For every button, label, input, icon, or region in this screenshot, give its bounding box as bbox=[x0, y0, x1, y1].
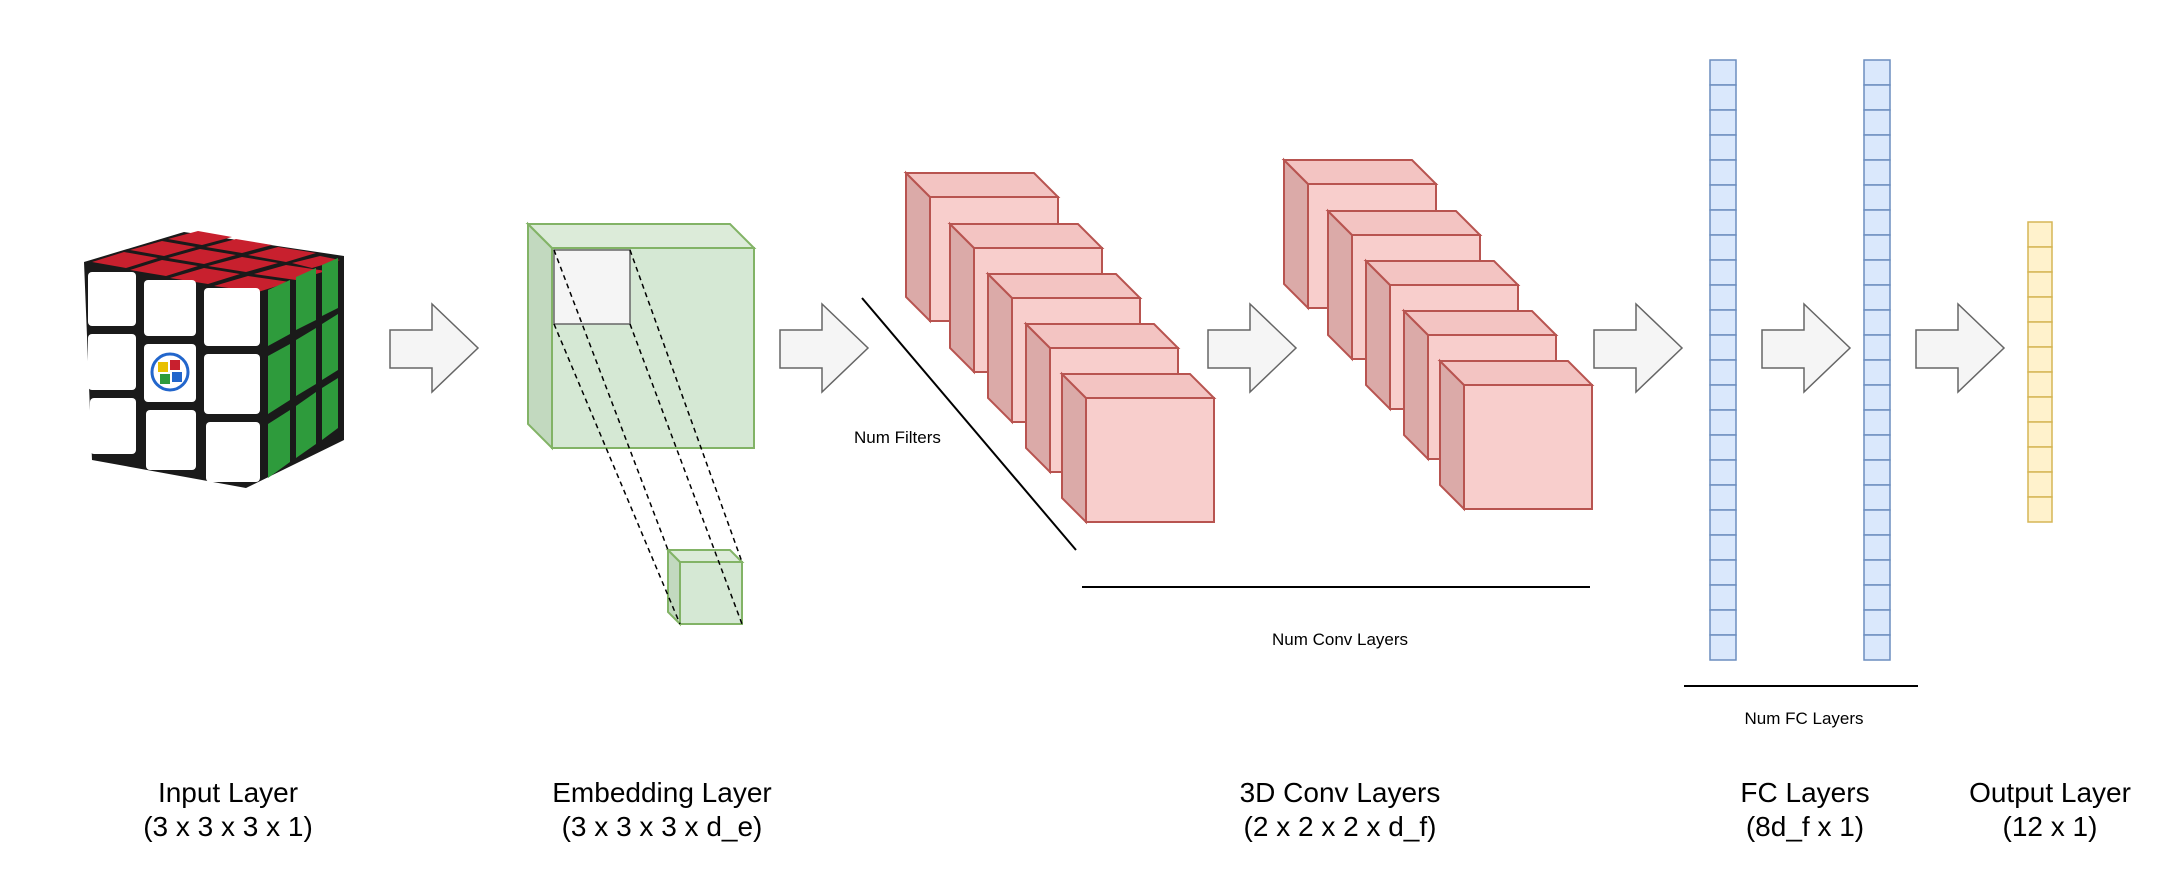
fc-layer-column-cell bbox=[1863, 409, 1891, 436]
fc-layer-column-cell bbox=[1863, 534, 1891, 561]
fc-layer-column-cell bbox=[1709, 484, 1737, 511]
fc-layer-column bbox=[1863, 59, 1891, 661]
output-layer-column-cell bbox=[2027, 321, 2053, 348]
flow-arrow bbox=[389, 302, 480, 394]
conv-filter-cube bbox=[1437, 358, 1595, 512]
layer-shape: (2 x 2 x 2 x d_f) bbox=[1243, 811, 1437, 842]
fc-layer-column-cell bbox=[1863, 609, 1891, 636]
layer-shape: (3 x 3 x 3 x d_e) bbox=[561, 811, 763, 842]
layer-shape: (3 x 3 x 3 x 1) bbox=[143, 811, 313, 842]
conv-stacks bbox=[903, 157, 1595, 525]
conv-layers-caption: 3D Conv Layers (2 x 2 x 2 x d_f) bbox=[1190, 776, 1490, 844]
flow-arrow bbox=[1761, 302, 1852, 394]
fc-layer-column-cell bbox=[1709, 234, 1737, 261]
fc-layer-column-cell bbox=[1709, 559, 1737, 586]
fc-layer-column-cell bbox=[1863, 434, 1891, 461]
fc-layer-column-cell bbox=[1709, 384, 1737, 411]
fc-layer-column-cell bbox=[1709, 259, 1737, 286]
fc-layer-column-cell bbox=[1863, 634, 1891, 661]
embedding-block bbox=[525, 221, 757, 627]
fc-layer-column-cell bbox=[1709, 59, 1737, 86]
flow-arrow bbox=[779, 302, 870, 394]
fc-layer-column-cell bbox=[1709, 584, 1737, 611]
fc-layer-column-cell bbox=[1863, 209, 1891, 236]
fc-layer-column-cell bbox=[1863, 384, 1891, 411]
fc-layer-column-cell bbox=[1709, 309, 1737, 336]
fc-layer-column-cell bbox=[1709, 134, 1737, 161]
fc-layer-column-cell bbox=[1863, 259, 1891, 286]
fc-layer-column-cell bbox=[1709, 184, 1737, 211]
fc-layer-column-cell bbox=[1709, 84, 1737, 111]
fc-layer-column-cell bbox=[1863, 559, 1891, 586]
fc-layer-column-cell bbox=[1709, 334, 1737, 361]
fc-layer-column-cell bbox=[1709, 434, 1737, 461]
num-fc-layers-label: Num FC Layers bbox=[1744, 709, 1863, 728]
layer-shape: (12 x 1) bbox=[2002, 811, 2098, 842]
fc-layer-column-cell bbox=[1863, 84, 1891, 111]
fc-layer-column-cell bbox=[1709, 359, 1737, 386]
fc-layer-column-cell bbox=[1709, 459, 1737, 486]
fc-layer-column-cell bbox=[1709, 634, 1737, 661]
num-conv-layers-label: Num Conv Layers bbox=[1272, 630, 1408, 649]
output-layer-column-cell bbox=[2027, 271, 2053, 298]
fc-layer-column-cell bbox=[1863, 284, 1891, 311]
output-layer-column-cell bbox=[2027, 421, 2053, 448]
fc-layers-caption: FC Layers (8d_f x 1) bbox=[1700, 776, 1910, 844]
fc-layer-column-cell bbox=[1709, 534, 1737, 561]
output-layer-column-cell bbox=[2027, 446, 2053, 473]
output-layer-column-cell bbox=[2027, 496, 2053, 523]
fc-layer-column-cell bbox=[1863, 134, 1891, 161]
fc-layer-column-cell bbox=[1709, 209, 1737, 236]
output-layer-column-cell bbox=[2027, 221, 2053, 248]
output-layer-caption: Output Layer (12 x 1) bbox=[1950, 776, 2150, 844]
fc-layer-column-cell bbox=[1863, 59, 1891, 86]
cube-logo-icon bbox=[150, 352, 190, 392]
flow-arrow bbox=[1915, 302, 2006, 394]
layer-name: Embedding Layer bbox=[552, 777, 772, 808]
fc-layer-column-cell bbox=[1863, 159, 1891, 186]
fc-layer-column-cell bbox=[1863, 359, 1891, 386]
layer-name: FC Layers bbox=[1740, 777, 1870, 808]
num-filters-label: Num Filters bbox=[854, 428, 941, 447]
output-layer-column bbox=[2027, 221, 2053, 523]
rubiks-cube-icon bbox=[84, 231, 344, 488]
fc-layer-column-cell bbox=[1863, 334, 1891, 361]
output-layer-column-cell bbox=[2027, 296, 2053, 323]
fc-layer-column-cell bbox=[1863, 234, 1891, 261]
fc-layer-column-cell bbox=[1709, 609, 1737, 636]
fc-layer-column-cell bbox=[1709, 159, 1737, 186]
input-layer-caption: Input Layer (3 x 3 x 3 x 1) bbox=[128, 776, 328, 844]
fc-layer-column-cell bbox=[1863, 184, 1891, 211]
embedding-layer-caption: Embedding Layer (3 x 3 x 3 x d_e) bbox=[512, 776, 812, 844]
output-layer-column-cell bbox=[2027, 471, 2053, 498]
output-layer-column-cell bbox=[2027, 396, 2053, 423]
fc-layer-column-cell bbox=[1709, 109, 1737, 136]
fc-layer-column-cell bbox=[1709, 509, 1737, 536]
fc-layer-column-cell bbox=[1863, 459, 1891, 486]
fc-layer-column-cell bbox=[1709, 284, 1737, 311]
output-layer-column-cell bbox=[2027, 346, 2053, 373]
layer-name: 3D Conv Layers bbox=[1239, 777, 1441, 808]
layer-name: Output Layer bbox=[1969, 777, 2131, 808]
fc-layer-column-cell bbox=[1709, 409, 1737, 436]
output-layer-column-cell bbox=[2027, 246, 2053, 273]
fc-layer-column-cell bbox=[1863, 509, 1891, 536]
num-filters-line bbox=[861, 297, 1077, 551]
fc-columns bbox=[1709, 59, 2053, 661]
layer-name: Input Layer bbox=[157, 777, 299, 808]
fc-layer-column-cell bbox=[1863, 584, 1891, 611]
fc-layer-column-cell bbox=[1863, 484, 1891, 511]
conv-filter-cube bbox=[1059, 371, 1217, 525]
output-layer-column-cell bbox=[2027, 371, 2053, 398]
fc-layer-column bbox=[1709, 59, 1737, 661]
flow-arrow bbox=[1207, 302, 1298, 394]
layer-shape: (8d_f x 1) bbox=[1745, 811, 1865, 842]
fc-layer-column-cell bbox=[1863, 109, 1891, 136]
flow-arrow bbox=[1593, 302, 1684, 394]
fc-layer-column-cell bbox=[1863, 309, 1891, 336]
